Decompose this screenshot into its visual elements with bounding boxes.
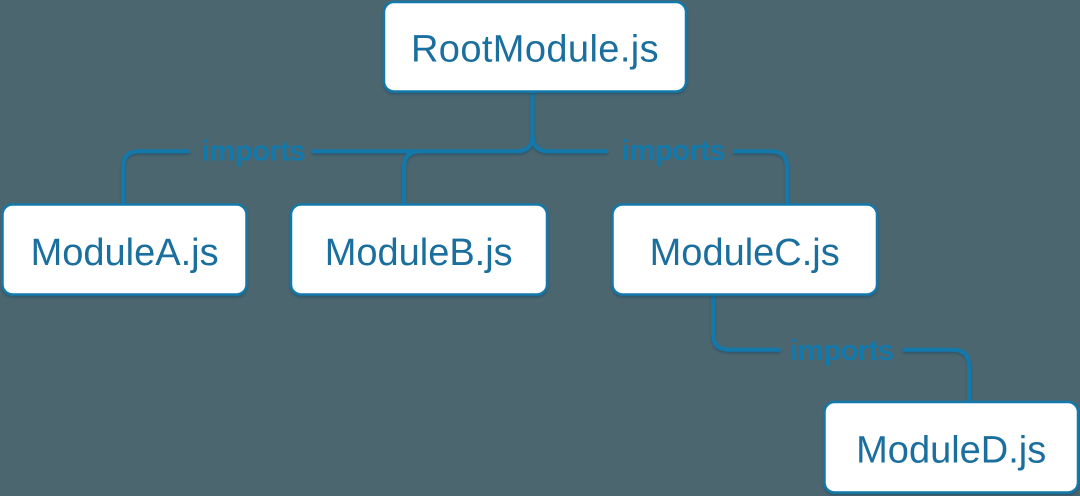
svg-text:ModuleC.js: ModuleC.js — [650, 232, 840, 274]
svg-text:imports: imports — [202, 136, 306, 168]
svg-text:imports: imports — [622, 135, 726, 167]
svg-text:imports: imports — [790, 335, 894, 367]
svg-text:ModuleA.js: ModuleA.js — [31, 232, 219, 274]
svg-text:ModuleD.js: ModuleD.js — [856, 430, 1046, 472]
svg-text:RootModule.js: RootModule.js — [411, 29, 659, 71]
svg-text:ModuleB.js: ModuleB.js — [325, 232, 513, 274]
